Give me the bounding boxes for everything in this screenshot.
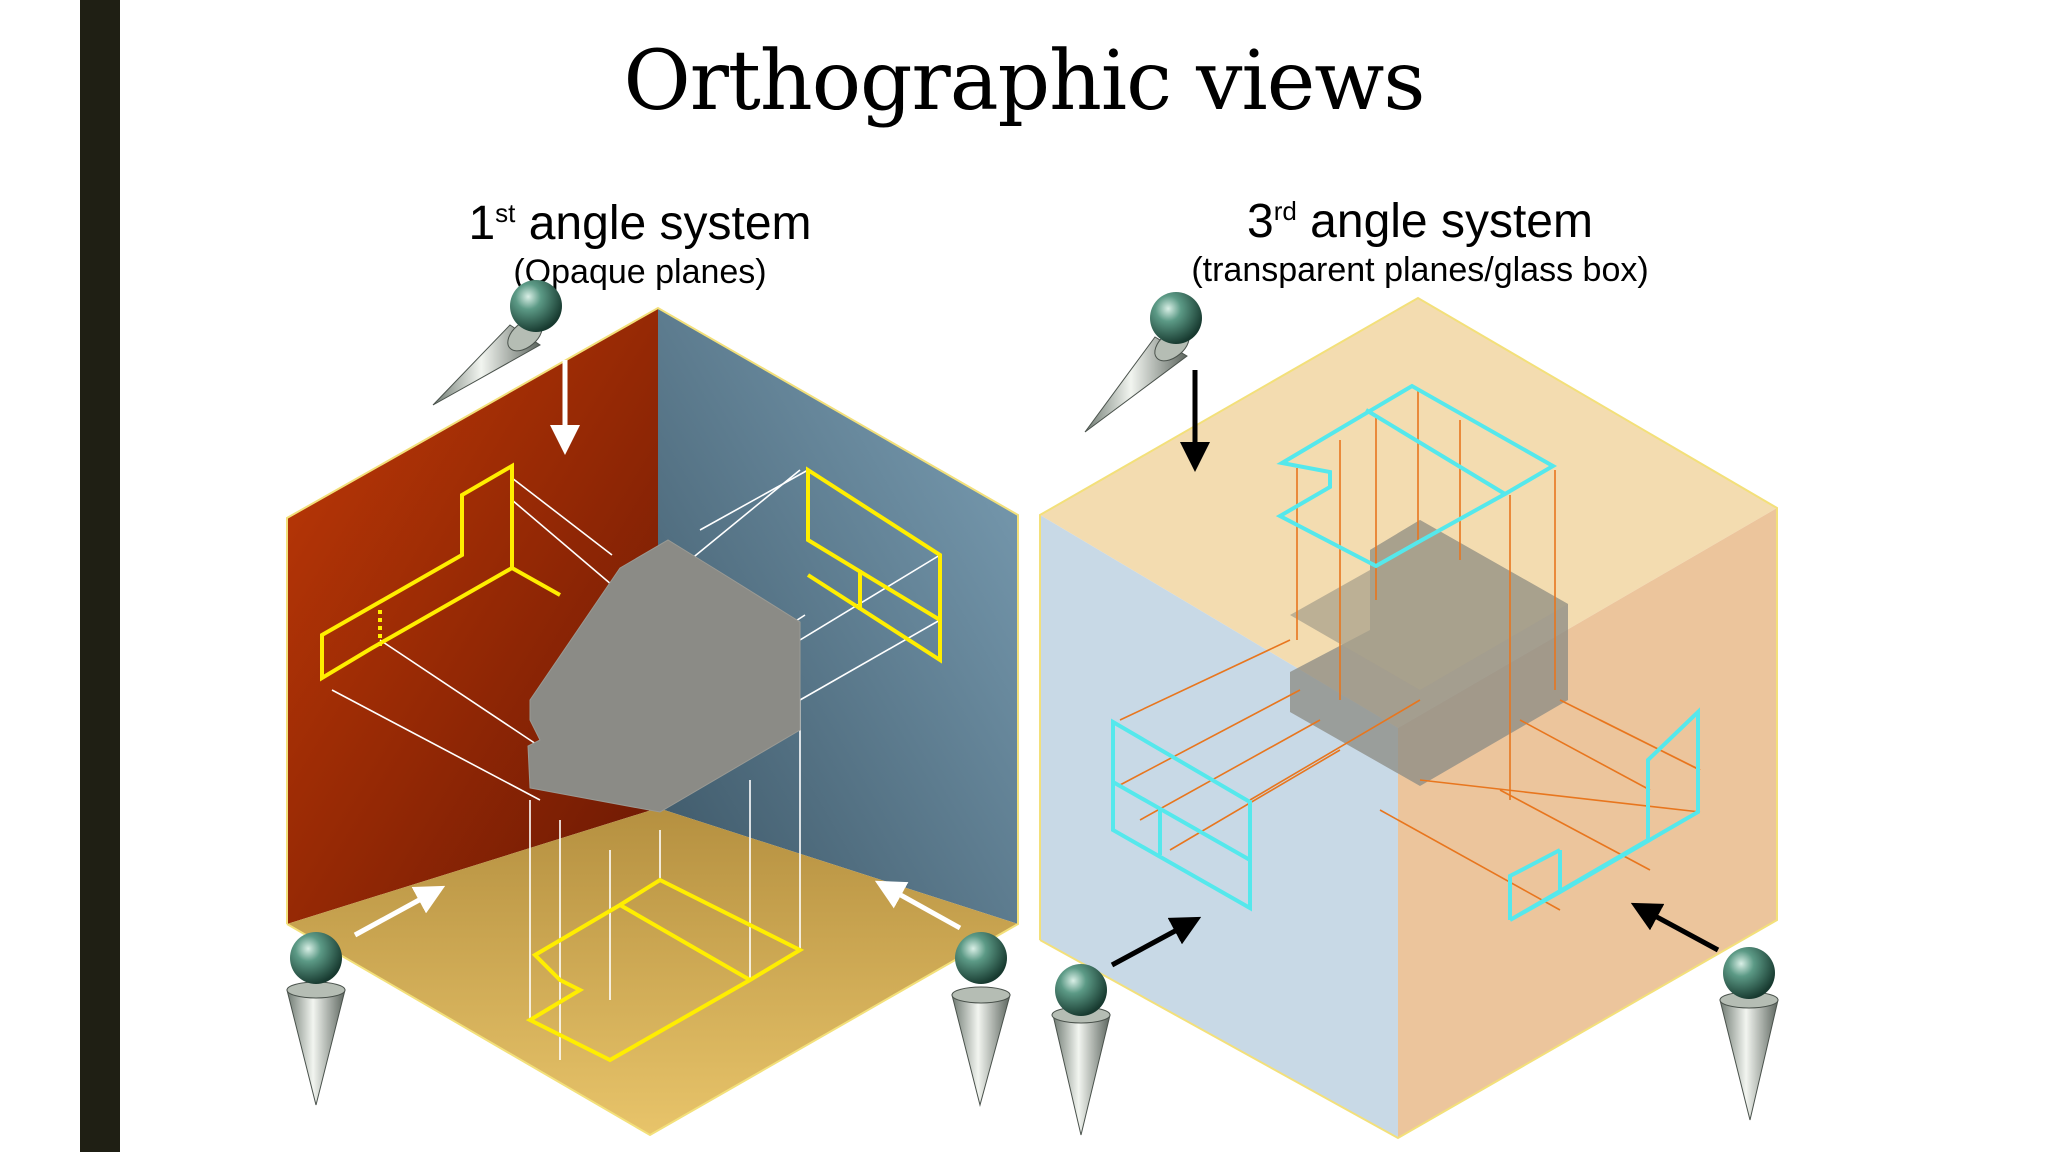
third-angle-top-plane [1040,298,1777,728]
first-angle-left-arrow [353,885,446,938]
first-angle-back-view [806,466,942,664]
slide-title: Orthographic views [623,34,1426,129]
observer-third-left [1051,964,1111,1136]
first-angle-heading: 1st angle system (Opaque planes) [400,196,880,292]
third-angle-box [1039,296,1778,1140]
observer-first-right [951,932,1011,1107]
observer-first-top [432,280,562,406]
first-angle-floor-view [525,877,805,1063]
first-angle-object [527,539,801,813]
third-angle-right-arrow [1630,902,1720,953]
first-angle-subtitle: (Opaque planes) [513,253,767,291]
first-angle-box-edges [286,306,1019,1137]
third-angle-heading: 3rd angle system (transparent planes/gla… [1080,194,1760,290]
third-angle-projectors [1119,390,1701,911]
observer-third-right [1719,947,1779,1121]
observer-third-top [1084,292,1202,433]
third-angle-box-edges [1039,296,1778,1140]
observer-first-left [286,932,346,1106]
slide-side-bar [80,0,120,1152]
first-angle-label: angle system [515,197,812,250]
third-angle-left-plane [1040,515,1398,1138]
third-angle-right-plane [1398,508,1777,1138]
third-angle-front-view [1111,718,1252,912]
third-angle-object [1290,520,1568,786]
third-angle-label: angle system [1296,195,1593,248]
third-angle-left-arrow [1110,916,1202,968]
third-angle-superscript: rd [1273,196,1297,226]
third-angle-ordinal: 3 [1247,195,1274,248]
first-angle-ordinal: 1 [468,197,496,250]
first-angle-arrows [353,360,962,938]
first-angle-superscript: st [495,198,516,228]
third-angle-subtitle: (transparent planes/glass box) [1191,251,1649,289]
third-angle-views [1111,383,1700,922]
third-angle-side-view [1508,707,1700,922]
first-angle-views [320,462,942,1063]
first-angle-right-arrow [874,880,962,931]
third-angle-arrows [1110,370,1720,968]
first-angle-floor-plane [287,808,1018,1135]
third-angle-top-view [1275,383,1558,569]
first-angle-left-view [320,462,561,682]
